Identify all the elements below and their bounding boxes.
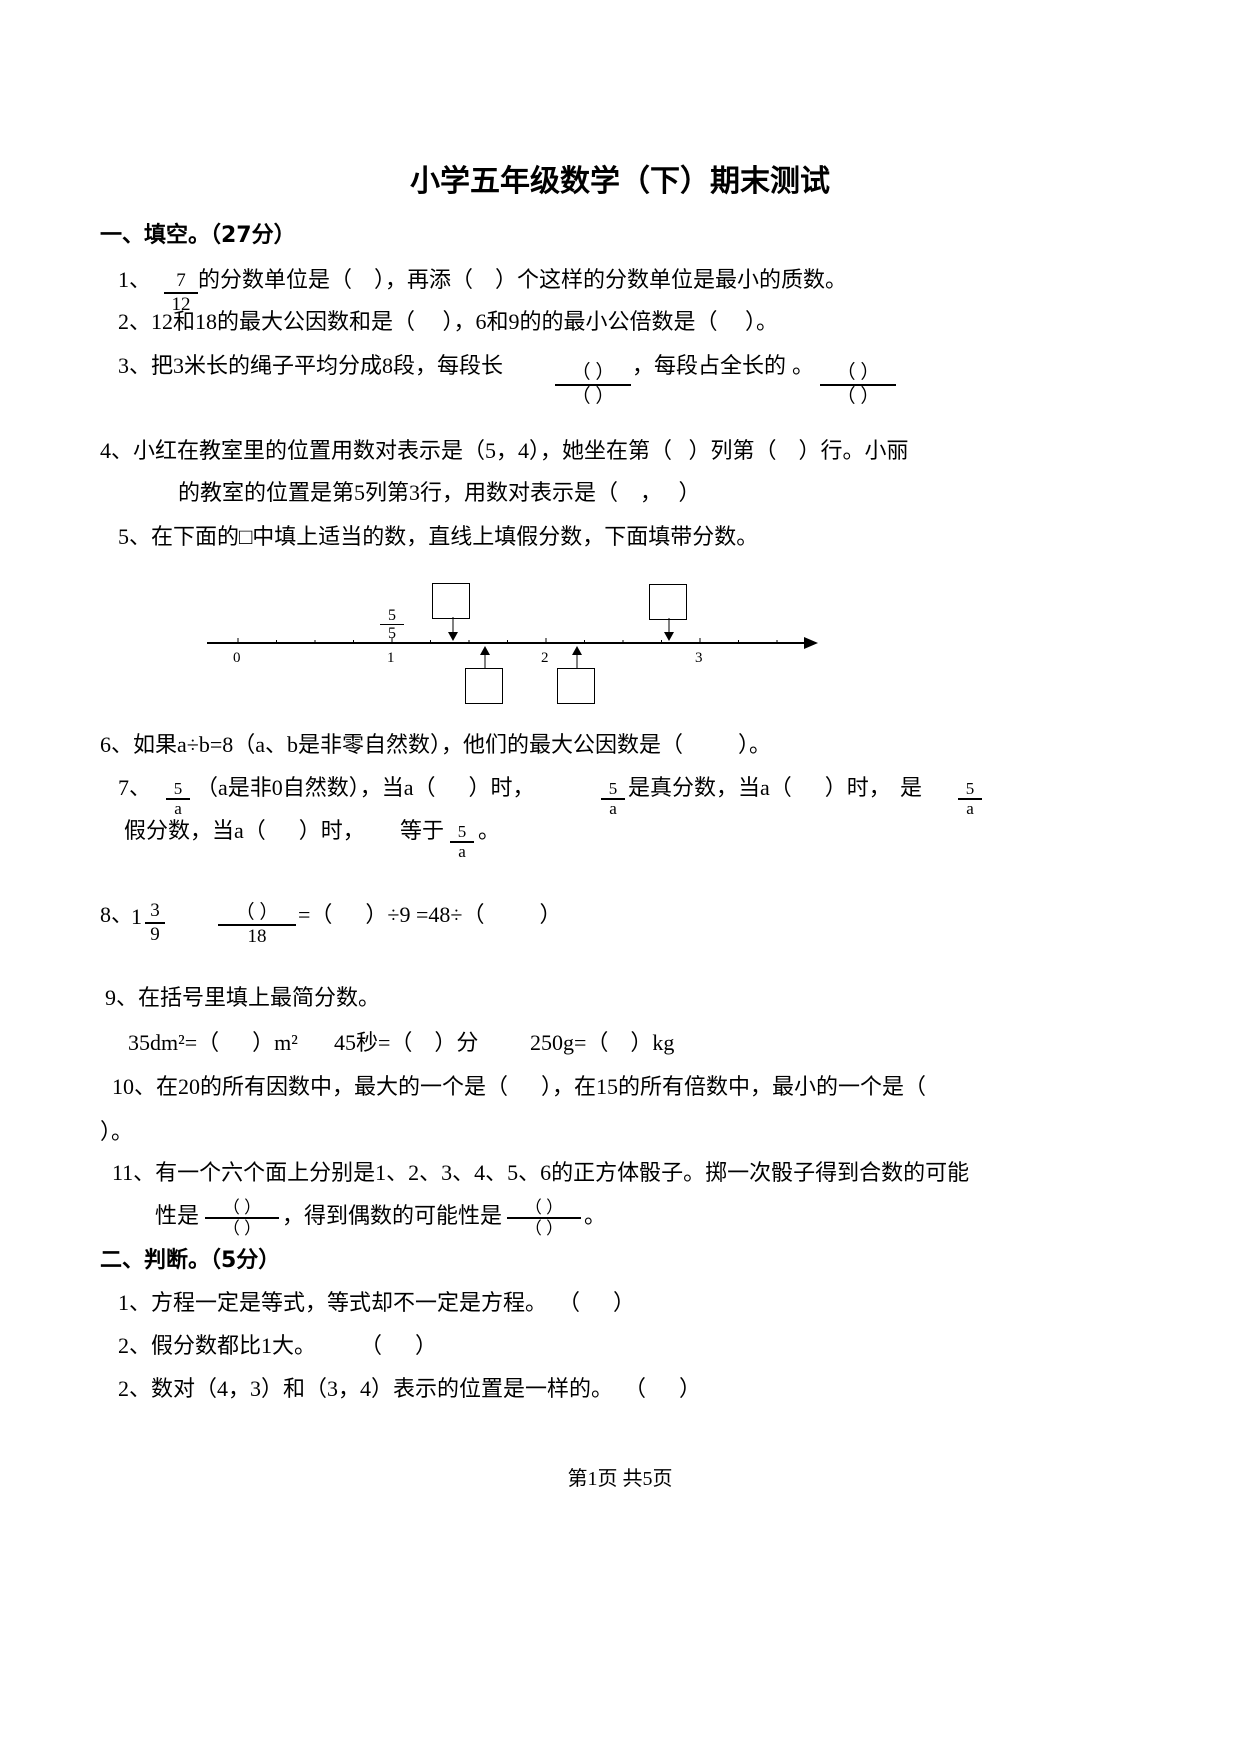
q11-blank-fraction-1: （ ）（ ） (205, 1198, 279, 1238)
denominator: 12 (171, 294, 191, 315)
arrow-up-1 (480, 646, 490, 668)
tick-label-0: 0 (233, 650, 241, 666)
numerator-blank[interactable]: （ ） (820, 362, 896, 386)
tick-label-3: 3 (695, 650, 703, 666)
page-title: 小学五年级数学（下）期末测试 (410, 164, 830, 199)
numerator-blank[interactable]: （ ） (205, 1198, 279, 1219)
denominator: a (966, 799, 974, 818)
q3-text-a: 3、把3米长的绳子平均分成8段，每段长 (118, 353, 504, 378)
denominator-blank[interactable]: （ ） (222, 1219, 262, 1238)
q2: 2、12和18的最大公因数和是（ ），6和9的的最小公倍数是（ ）。 (118, 309, 779, 334)
q8-blank-fraction: （ ）18 (218, 902, 296, 948)
q11-line1: 11、有一个六个面上分别是1、2、3、4、5、6的正方体骰子。掷一次骰子得到合数… (112, 1160, 970, 1185)
q5: 5、在下面的□中填上适当的数，直线上填假分数，下面填带分数。 (118, 524, 759, 549)
arrow-up-2 (572, 646, 582, 668)
q9-item-3: 250g=（ ）kg (530, 1030, 675, 1055)
q8-whole: 1 (131, 904, 142, 929)
answer-box-top-1[interactable] (432, 583, 470, 619)
numerator: 5 (601, 780, 625, 800)
arrow-down-2 (664, 618, 674, 641)
q9-item-1: 35dm²=（ ）m² (128, 1030, 298, 1055)
q1-text: 的分数单位是（ ），再添（ ）个这样的分数单位是最小的质数。 (198, 267, 848, 292)
arrow-head-icon (804, 637, 818, 649)
answer-box-top-2[interactable] (649, 584, 687, 620)
section2-heading: 二、判断。（5分） (100, 1248, 281, 1273)
page-footer: 第1页 共5页 (567, 1468, 673, 1490)
q7-text-c: 是 (900, 775, 923, 800)
numerator: 7 (164, 270, 198, 294)
number-line (207, 617, 818, 668)
denominator-blank[interactable]: （ ） (571, 386, 615, 407)
numerator: 5 (380, 607, 404, 625)
q3-blank-fraction-2: （ ）（ ） (820, 362, 896, 408)
denominator-blank[interactable]: （ ） (524, 1219, 564, 1238)
q4-line2: 的教室的位置是第5列第3行，用数对表示是（ ， ） (178, 480, 701, 505)
q7-text-f: 。 (478, 818, 501, 843)
q10-line2: ）。 (100, 1119, 134, 1144)
numerator: 5 (450, 823, 474, 843)
q11-blank-fraction-2: （ ）（ ） (507, 1198, 581, 1238)
q10-line1: 10、在20的所有因数中，最大的一个是（ ），在15的所有倍数中，最小的一个是（ (112, 1074, 927, 1099)
denominator: 5 (388, 625, 396, 642)
q7-text-e: 等于 (400, 818, 445, 843)
q7-num: 7、 (118, 775, 152, 800)
q11-text-b: ，得到偶数的可能性是 (282, 1203, 503, 1228)
numerator-blank[interactable]: （ ） (507, 1198, 581, 1219)
judge-item-3: 2、数对（4，3）和（3，4）表示的位置是一样的。 （ ） (118, 1376, 702, 1401)
denominator: a (609, 799, 617, 818)
judge-item-2: 2、假分数都比1大。 （ ） (118, 1333, 438, 1358)
q8-text: =（ ）÷9 =48÷（ ） (298, 902, 562, 927)
q7-text-b: 是真分数，当a（ ）时， (628, 775, 891, 800)
q9-item-2: 45秒=（ ）分 (334, 1030, 479, 1055)
q7-text-a: （a是非0自然数），当a（ ）时， (196, 775, 535, 800)
numerator: 3 (145, 900, 165, 924)
numerator-blank[interactable]: （ ） (555, 362, 631, 386)
q11-text-c: 。 (584, 1203, 607, 1228)
arrow-down-1 (448, 617, 458, 641)
denominator: a (174, 799, 182, 818)
denominator-blank[interactable]: （ ） (836, 386, 880, 407)
judge-item-1: 1、方程一定是等式，等式却不一定是方程。 （ ） (118, 1290, 636, 1315)
q1-num: 1、 (118, 267, 152, 292)
numerator-blank[interactable]: （ ） (218, 902, 296, 926)
q6: 6、如果a÷b=8（a、b是非零自然数），他们的最大公因数是（ ）。 (100, 732, 772, 757)
q3-text-b: ，每段占全长的 (632, 353, 787, 378)
tick-label-1: 1 (387, 650, 395, 666)
answer-box-bottom-1[interactable] (465, 668, 503, 704)
q7-text-d: 假分数，当a（ ）时， (124, 818, 365, 843)
q3-blank-fraction-1: （ ）（ ） (555, 362, 631, 408)
denominator: 18 (247, 926, 267, 947)
numerator: 5 (958, 780, 982, 800)
q4-line1: 4、小红在教室里的位置用数对表示是（5，4），她坐在第（ ）列第（ ）行。小丽 (100, 438, 909, 463)
section1-heading: 一、填空。（27分） (100, 223, 296, 248)
q8-num: 8、 (100, 902, 134, 927)
q9: 9、在括号里填上最简分数。 (105, 985, 381, 1010)
q3-text-c: 。 (792, 353, 815, 378)
denominator: 9 (150, 924, 160, 945)
answer-box-bottom-2[interactable] (557, 668, 595, 704)
numerator: 5 (166, 780, 190, 800)
q11-text-a: 性是 (155, 1203, 200, 1228)
denominator: a (458, 842, 466, 861)
tick-label-2: 2 (541, 650, 549, 666)
